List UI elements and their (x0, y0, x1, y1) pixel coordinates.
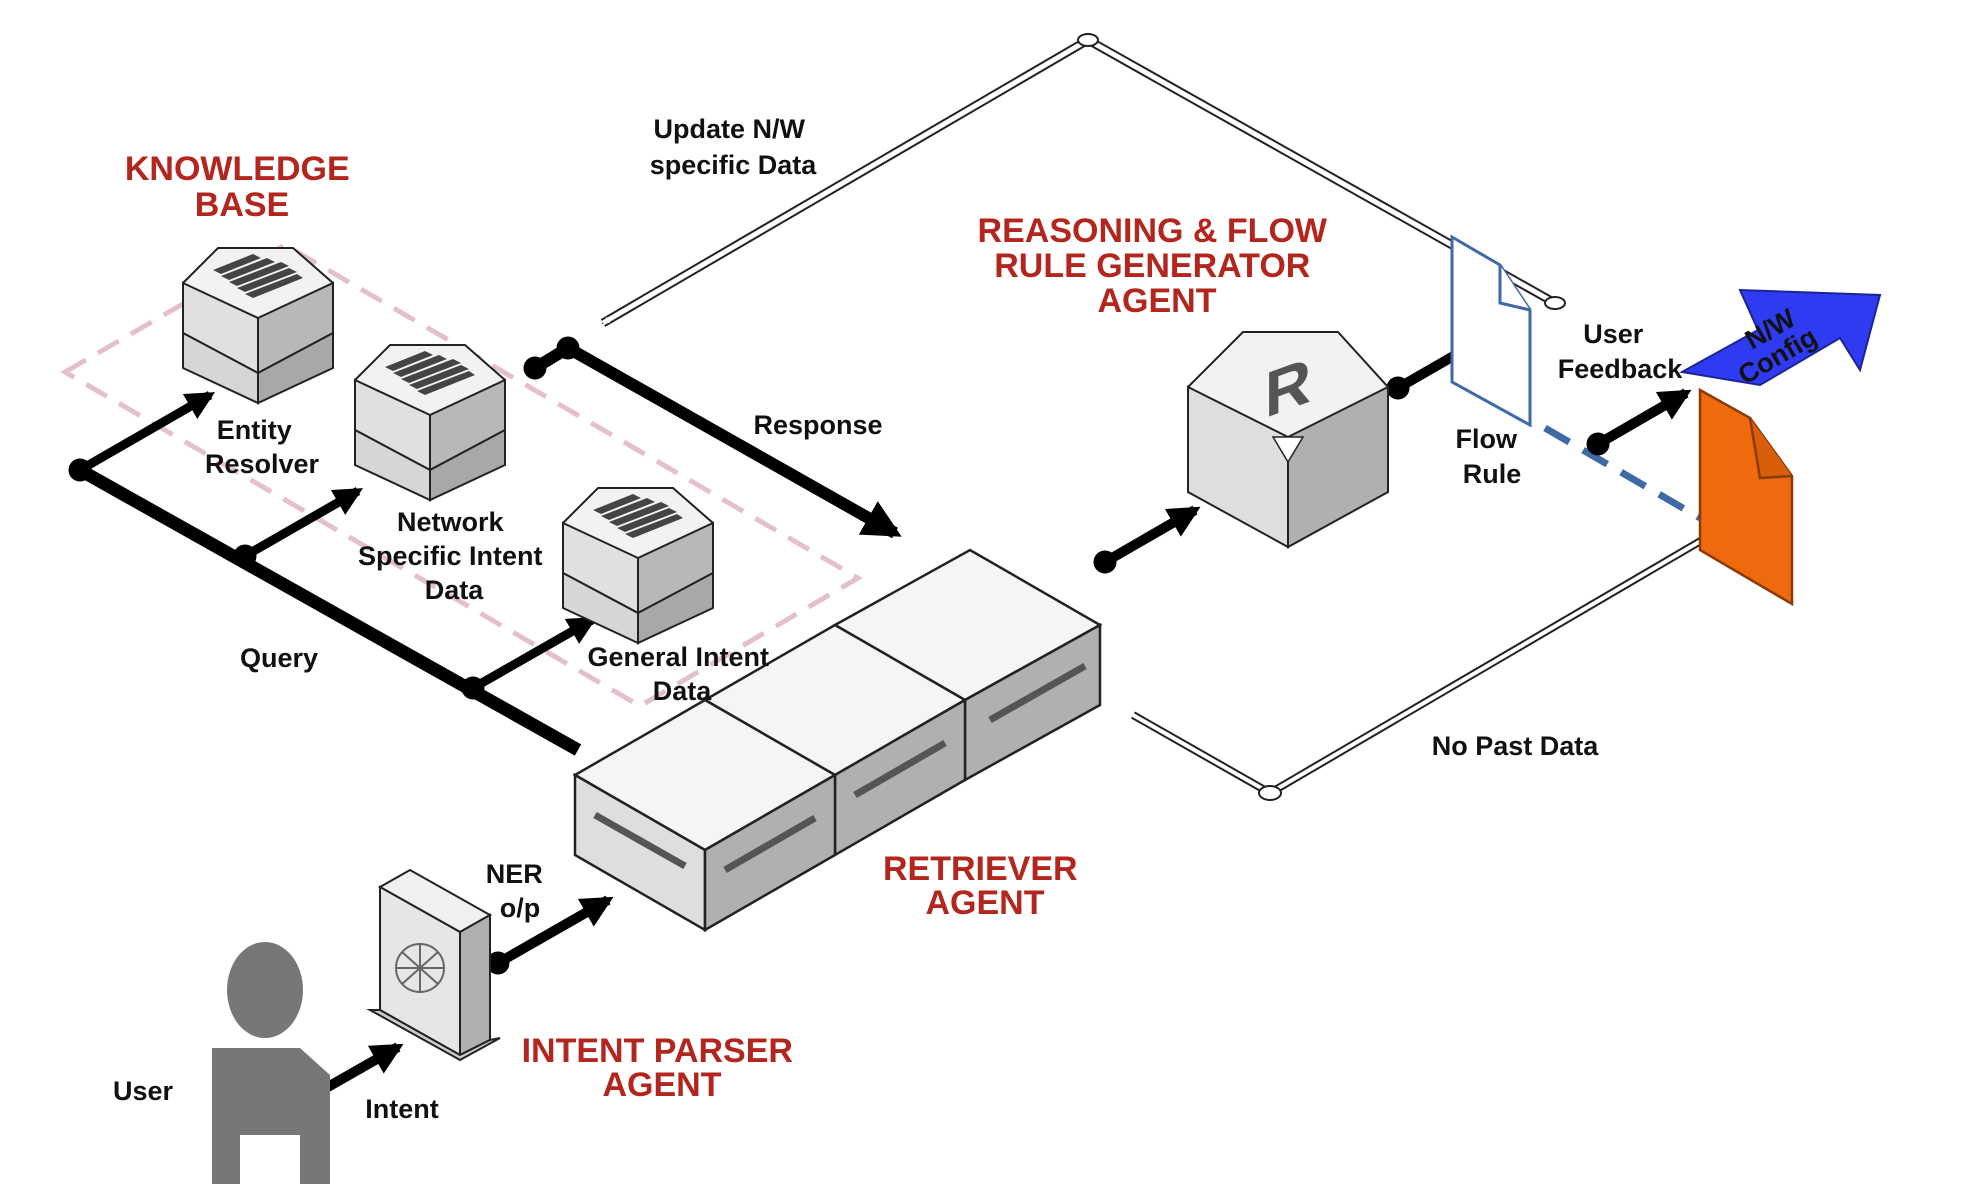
flow-rule-document (1450, 234, 1532, 428)
database-lines-icon (213, 254, 303, 298)
reasoning-server: R (1187, 331, 1389, 549)
no-past-data-line (1131, 511, 1748, 801)
ner-output-arrow (486, 895, 614, 975)
entity-resolver-label: Entity Resolver (205, 415, 320, 479)
response-arrow (523, 336, 902, 539)
user-icon (212, 942, 330, 1184)
intent-parser-agent-title: INTENT PARSER AGENT (522, 1032, 803, 1104)
user-label: User (113, 1076, 174, 1106)
query-label: Query (240, 643, 318, 673)
entity-resolver-database (182, 247, 334, 405)
flowrule-to-config-dashed-link (1543, 424, 1702, 522)
reasoning-agent-title: REASONING & FLOW RULE GENERATOR AGENT (978, 212, 1337, 320)
general-intent-label: General Intent Data (587, 642, 776, 706)
database-lines-icon (593, 494, 683, 538)
flow-rule-label: Flow Rule (1455, 424, 1524, 489)
retriever-agent-title: RETRIEVER AGENT (883, 850, 1087, 922)
retriever-to-reasoning-arrow (1093, 505, 1201, 574)
response-label: Response (753, 410, 882, 440)
globe-icon (395, 943, 445, 993)
database-lines-icon (385, 351, 475, 395)
retriever-agent-blocks (572, 548, 1103, 933)
network-intent-database (354, 344, 506, 502)
ner-output-label: NER o/p (486, 859, 551, 923)
config-document (1698, 387, 1794, 607)
network-intent-label: Network Specific Intent Data (358, 507, 550, 605)
intent-parser-device (366, 868, 501, 1062)
config-arrow: N/W Config (1679, 288, 1882, 390)
query-tree (68, 391, 598, 756)
no-past-data-label: No Past Data (1432, 731, 1600, 761)
knowledge-base-title: KNOWLEDGE BASE (125, 150, 359, 224)
config-output-arrow (1586, 388, 1692, 456)
user-feedback-label: User Feedback (1558, 319, 1684, 384)
update-feedback-line (600, 33, 1566, 327)
update-data-label: Update N/W specific Data (650, 114, 818, 180)
server-r-glyph: R (1265, 344, 1311, 432)
general-intent-database (562, 487, 714, 645)
intent-label: Intent (365, 1094, 439, 1124)
